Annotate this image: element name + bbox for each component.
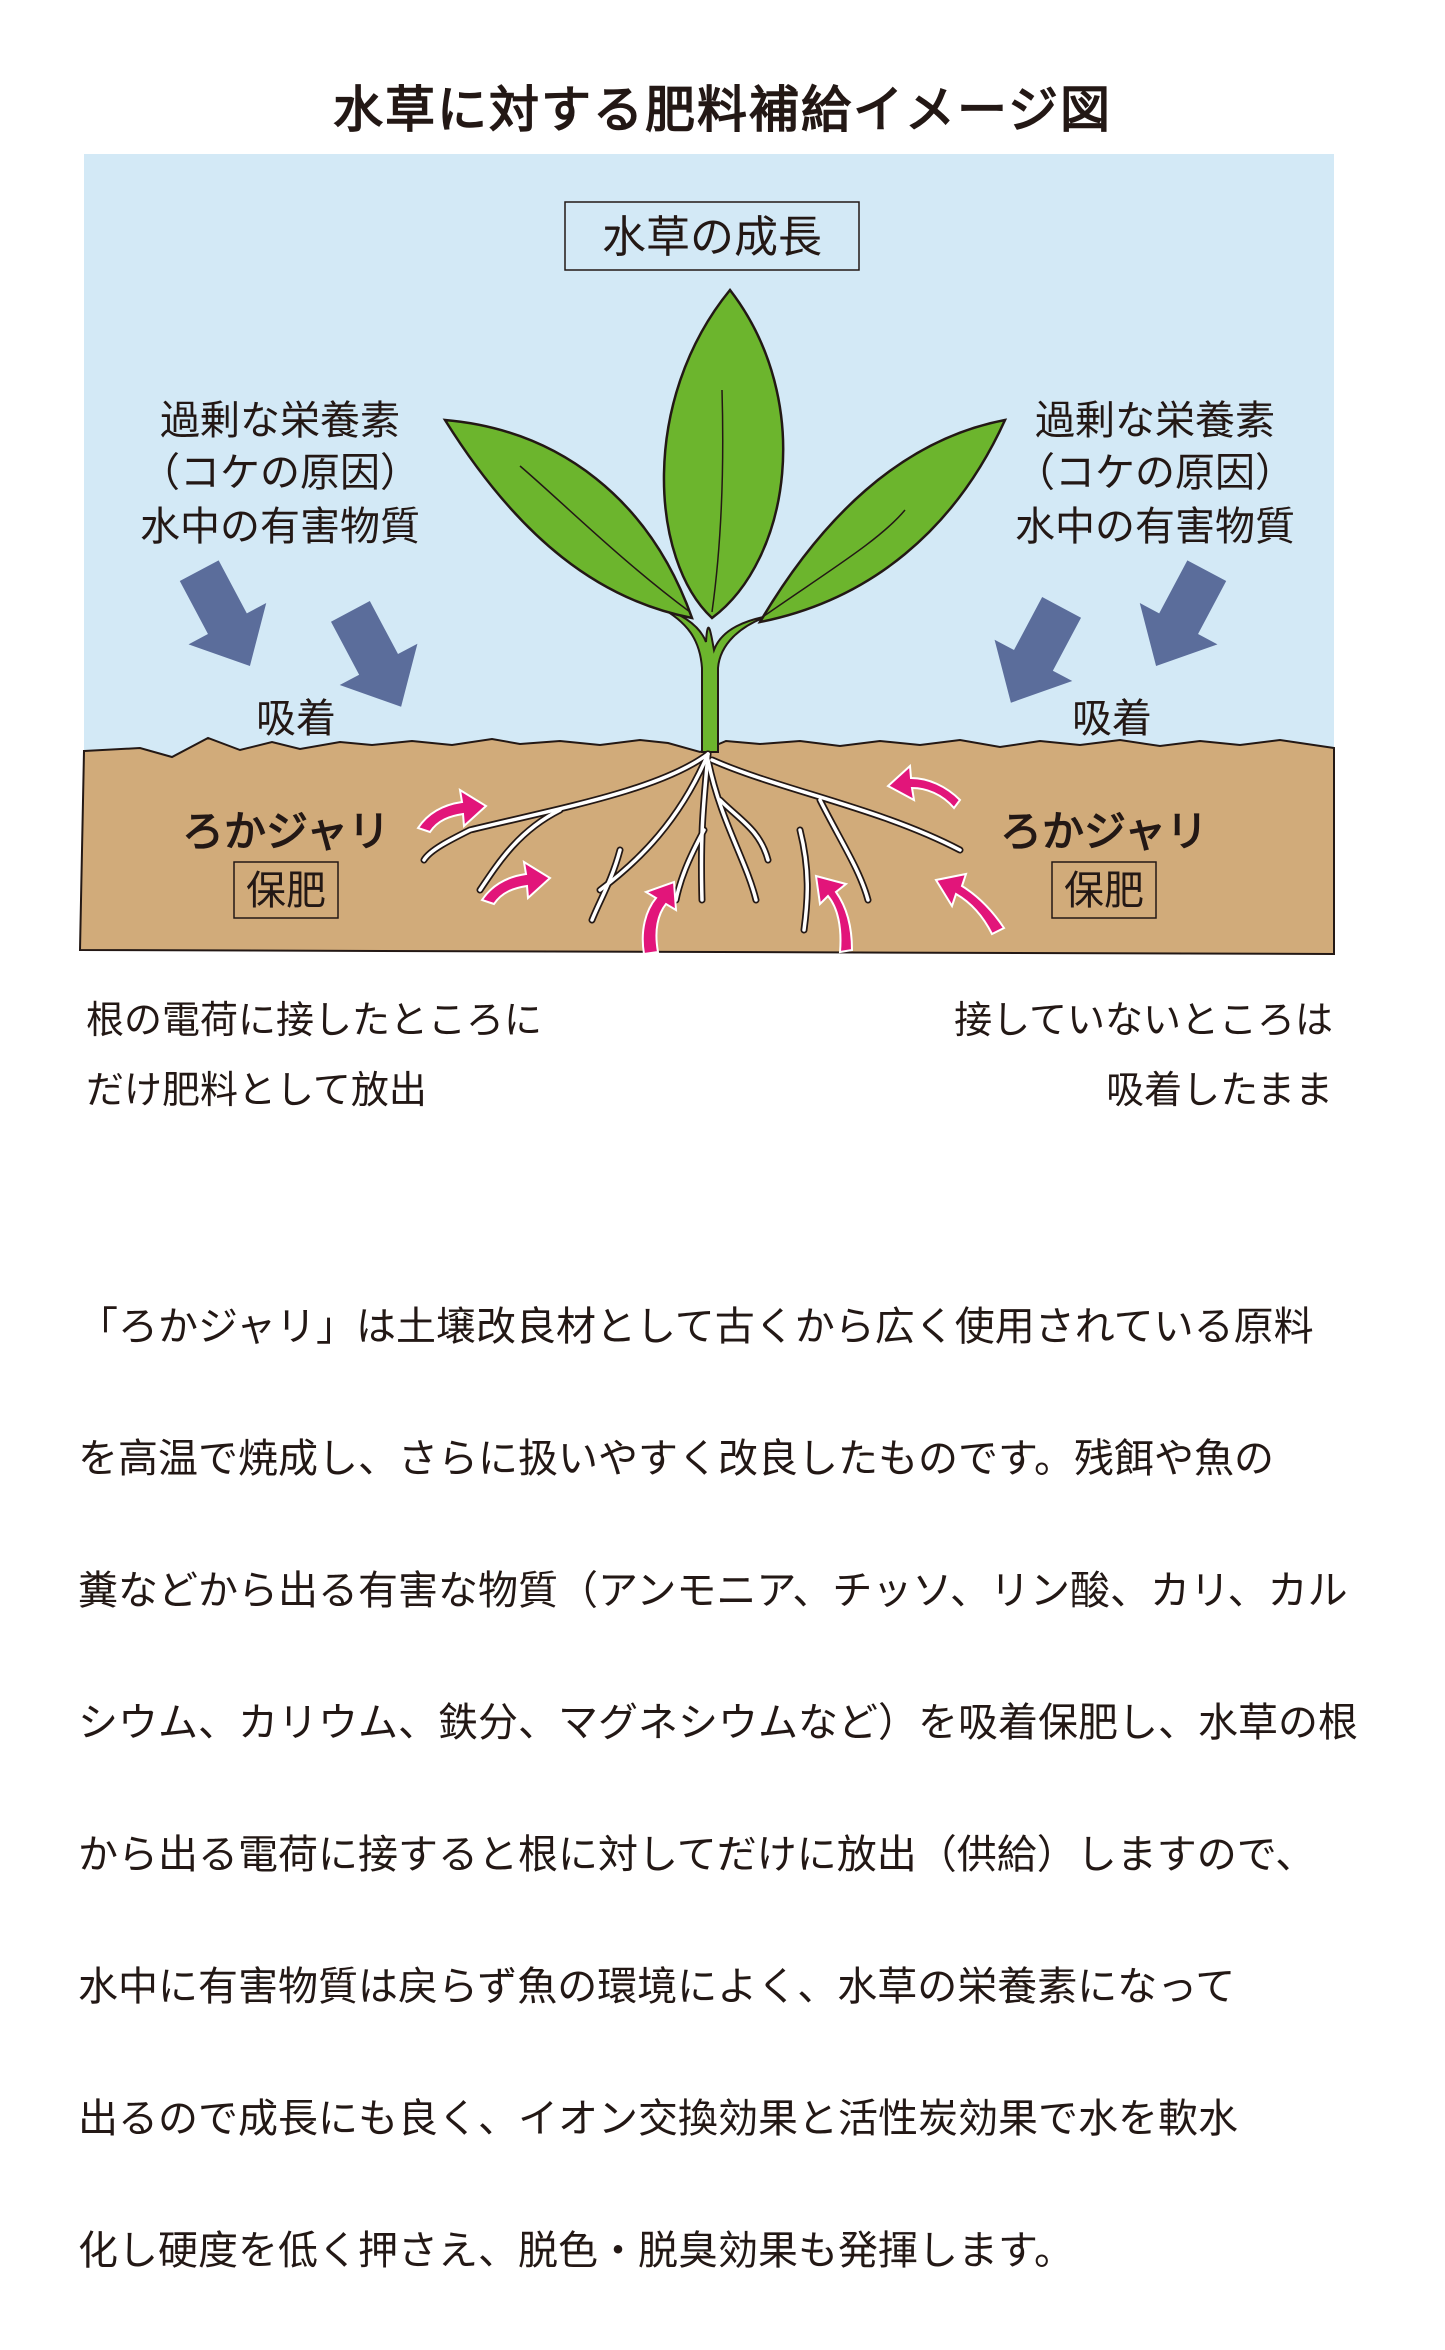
right-fertilizer-label: 保肥 bbox=[1064, 868, 1144, 914]
soil-area bbox=[78, 736, 1335, 956]
center-leaf bbox=[662, 287, 785, 620]
left-caption-line-1: 根の電荷に接したところに bbox=[86, 998, 543, 1042]
blue-arrow-icon bbox=[1139, 560, 1227, 667]
left-nutrient-line-2: （コケの原因） bbox=[140, 450, 420, 496]
description-line: を高温で焼成し、さらに扱いやすく改良したものです。残餌や魚の bbox=[78, 1436, 1274, 1482]
description-line: 出るので成長にも良く、イオン交換効果と活性炭効果で水を軟水 bbox=[78, 2096, 1238, 2142]
left-nutrient-line-1: 過剰な栄養素 bbox=[160, 398, 400, 444]
blue-arrow-icon bbox=[994, 597, 1082, 703]
left-leaf bbox=[442, 418, 694, 620]
description-text: 「ろかジャリ」は土壌改良材として古くから広く使用されている原料 を高温で焼成し、… bbox=[78, 1228, 1378, 2350]
pink-arrow-icon bbox=[416, 787, 488, 834]
right-adsorb-label: 吸着 bbox=[1072, 696, 1152, 742]
right-nutrient-line-2: （コケの原因） bbox=[1015, 450, 1295, 496]
description-line: シウム、カリウム、鉄分、マグネシウムなど）を吸着保肥し、水草の根 bbox=[78, 1700, 1358, 1746]
description-line: 化し硬度を低く押さえ、脱色・脱臭効果も発揮します。 bbox=[78, 2228, 1074, 2274]
description-line: 水中に有害物質は戻らず魚の環境によく、水草の栄養素になって bbox=[78, 1964, 1236, 2010]
growth-label-box bbox=[564, 201, 860, 271]
left-gravel-label: ろかジャリ bbox=[182, 807, 390, 856]
blue-arrow-icon bbox=[179, 560, 267, 667]
roots-inner bbox=[422, 752, 962, 932]
pink-arrows bbox=[416, 763, 1006, 956]
pink-arrow-icon bbox=[814, 874, 854, 954]
fertilizer-diagram: 水草の成長 過剰な栄養素 （コケの原因） 水中の有害物質 過剰な栄養素 （コケの… bbox=[78, 154, 1335, 956]
left-caption: 根の電荷に接したところに だけ肥料として放出 bbox=[86, 985, 542, 1125]
pink-arrow-icon bbox=[641, 880, 678, 956]
left-caption-line-2: だけ肥料として放出 bbox=[86, 1068, 427, 1112]
left-fertilizer-box bbox=[233, 861, 339, 919]
page-title: 水草に対する肥料補給イメージ図 bbox=[333, 81, 1112, 139]
right-nutrient-line-3: 水中の有害物質 bbox=[1015, 504, 1295, 550]
left-fertilizer-label: 保肥 bbox=[246, 868, 326, 914]
right-leaf bbox=[757, 418, 1008, 624]
right-gravel-label: ろかジャリ bbox=[1000, 807, 1208, 856]
pink-arrow-icon bbox=[934, 872, 1006, 936]
right-nutrient-line-1: 過剰な栄養素 bbox=[1035, 398, 1275, 444]
description-line: から出る電荷に接すると根に対してだけに放出（供給）しますので、 bbox=[78, 1832, 1316, 1878]
description-line: 「ろかジャリ」は土壌改良材として古くから広く使用されている原料 bbox=[78, 1304, 1314, 1350]
description-line: 糞などから出る有害な物質（アンモニア、チッソ、リン酸、カリ、カル bbox=[78, 1568, 1348, 1614]
right-fertilizer-box bbox=[1051, 861, 1157, 919]
right-caption-line-2: 吸着したまま bbox=[1106, 1068, 1333, 1112]
right-caption: 接していないところは 吸着したまま bbox=[954, 985, 1333, 1125]
plant-stem bbox=[657, 605, 769, 753]
pink-arrow-icon bbox=[886, 763, 962, 810]
left-nutrient-line-3: 水中の有害物質 bbox=[140, 504, 420, 550]
growth-label: 水草の成長 bbox=[602, 212, 822, 263]
right-caption-line-1: 接していないところは bbox=[954, 998, 1333, 1042]
pink-arrow-icon bbox=[480, 859, 552, 906]
blue-arrow-icon bbox=[330, 601, 418, 707]
left-adsorb-label: 吸着 bbox=[256, 696, 336, 742]
